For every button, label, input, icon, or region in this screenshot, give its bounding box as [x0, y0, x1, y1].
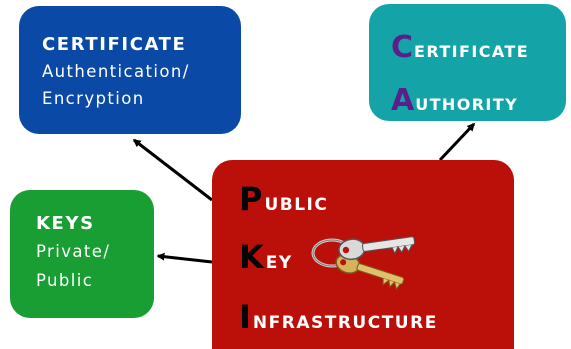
- arrow-to-ca: [438, 122, 476, 162]
- pki-initial-k: K: [239, 238, 264, 276]
- pki-rest-public: UBLIC: [264, 195, 329, 215]
- arrow-to-certificate: [132, 138, 213, 202]
- certificate-title: CERTIFICATE: [42, 34, 187, 55]
- certificate-line-1: Authentication/: [42, 62, 190, 81]
- ca-rest-certificate: ERTIFICATE: [414, 42, 530, 61]
- certificate-line-2: Encryption: [42, 89, 145, 108]
- pki-rest-infrastructure: NFRASTRUCTURE: [252, 313, 438, 333]
- keys-title: KEYS: [36, 213, 95, 234]
- ca-initial-a: A: [391, 83, 415, 118]
- pki-initial-i: I: [239, 298, 251, 336]
- keys-icon: [311, 236, 416, 291]
- ca-rest-authority: UTHORITY: [415, 95, 519, 114]
- keys-box: KEYS Private/ Public: [10, 190, 154, 318]
- pki-initial-p: P: [239, 180, 263, 218]
- keys-line-2: Public: [36, 271, 94, 290]
- pki-rest-key: EY: [265, 253, 293, 273]
- keys-line-1: Private/: [36, 242, 111, 261]
- ca-initial-c: C: [391, 30, 414, 65]
- arrow-to-keys: [156, 252, 213, 264]
- certificate-box: CERTIFICATE Authentication/ Encryption: [19, 6, 241, 134]
